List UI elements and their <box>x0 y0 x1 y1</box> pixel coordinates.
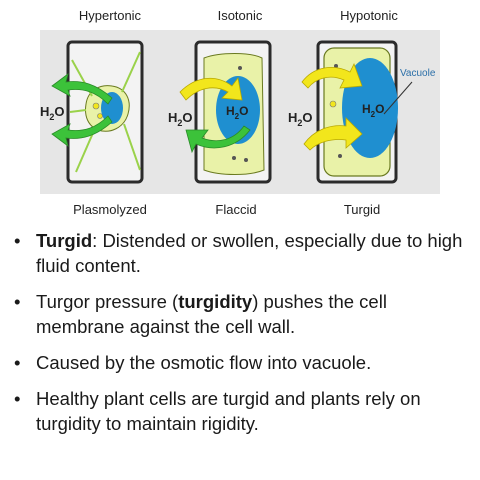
bullet-text: Caused by the osmotic flow into vacuole. <box>36 352 372 373</box>
label-plasmolyzed: Plasmolyzed <box>73 202 147 217</box>
turgid-cell: H2O H2O Vacuole <box>288 40 436 184</box>
plasmolyzed-arrow-out-bottom <box>51 115 113 147</box>
svg-text:H2O: H2O <box>40 104 65 122</box>
bullet-list: • Turgid: Distended or swollen, especial… <box>10 228 472 447</box>
bullet-text: : Distended or swollen, especially due t… <box>36 230 463 276</box>
bullet-text: ) pushes the cell membrane against the c… <box>36 291 387 337</box>
bullet-dot: • <box>14 388 21 409</box>
bullet-text-pre: Turgor pressure ( <box>36 291 179 312</box>
svg-text:H2O: H2O <box>362 102 384 119</box>
bullet-item: • Turgid: Distended or swollen, especial… <box>10 228 472 278</box>
svg-text:H2O: H2O <box>168 110 193 128</box>
flaccid-arrow-out <box>185 125 251 154</box>
bullet-bold: turgidity <box>178 291 253 312</box>
svg-text:H2O: H2O <box>226 104 248 121</box>
label-hypotonic: Hypotonic <box>340 8 398 23</box>
bullet-dot: • <box>14 230 21 251</box>
bullet-text: Healthy plant cells are turgid and plant… <box>36 388 421 434</box>
label-isotonic: Isotonic <box>217 8 263 23</box>
bullet-item: • Healthy plant cells are turgid and pla… <box>10 386 472 436</box>
vacuole-label: Vacuole <box>400 68 436 79</box>
label-flaccid: Flaccid <box>215 202 257 217</box>
bullet-dot: • <box>14 352 21 373</box>
bullet-bold: Turgid <box>36 230 93 251</box>
label-turgid: Turgid <box>343 202 381 217</box>
flaccid-cell: H2O H2O <box>168 40 272 184</box>
osmosis-diagram: H2O H2O H2O H2O <box>40 30 440 194</box>
turgid-arrow-in-top <box>301 62 363 89</box>
bullet-dot: • <box>14 291 21 312</box>
plasmolyzed-arrow-out-top <box>51 73 113 105</box>
bullet-item: • Caused by the osmotic flow into vacuol… <box>10 350 472 375</box>
svg-text:H2O: H2O <box>288 110 313 128</box>
bullet-item: • Turgor pressure (turgidity) pushes the… <box>10 289 472 339</box>
label-hypertonic: Hypertonic <box>78 8 142 23</box>
plasmolyzed-cell: H2O <box>40 40 144 184</box>
flaccid-arrow-in <box>179 77 243 101</box>
vacuole-pointer <box>383 81 413 115</box>
turgid-arrow-in-bottom <box>303 117 363 151</box>
